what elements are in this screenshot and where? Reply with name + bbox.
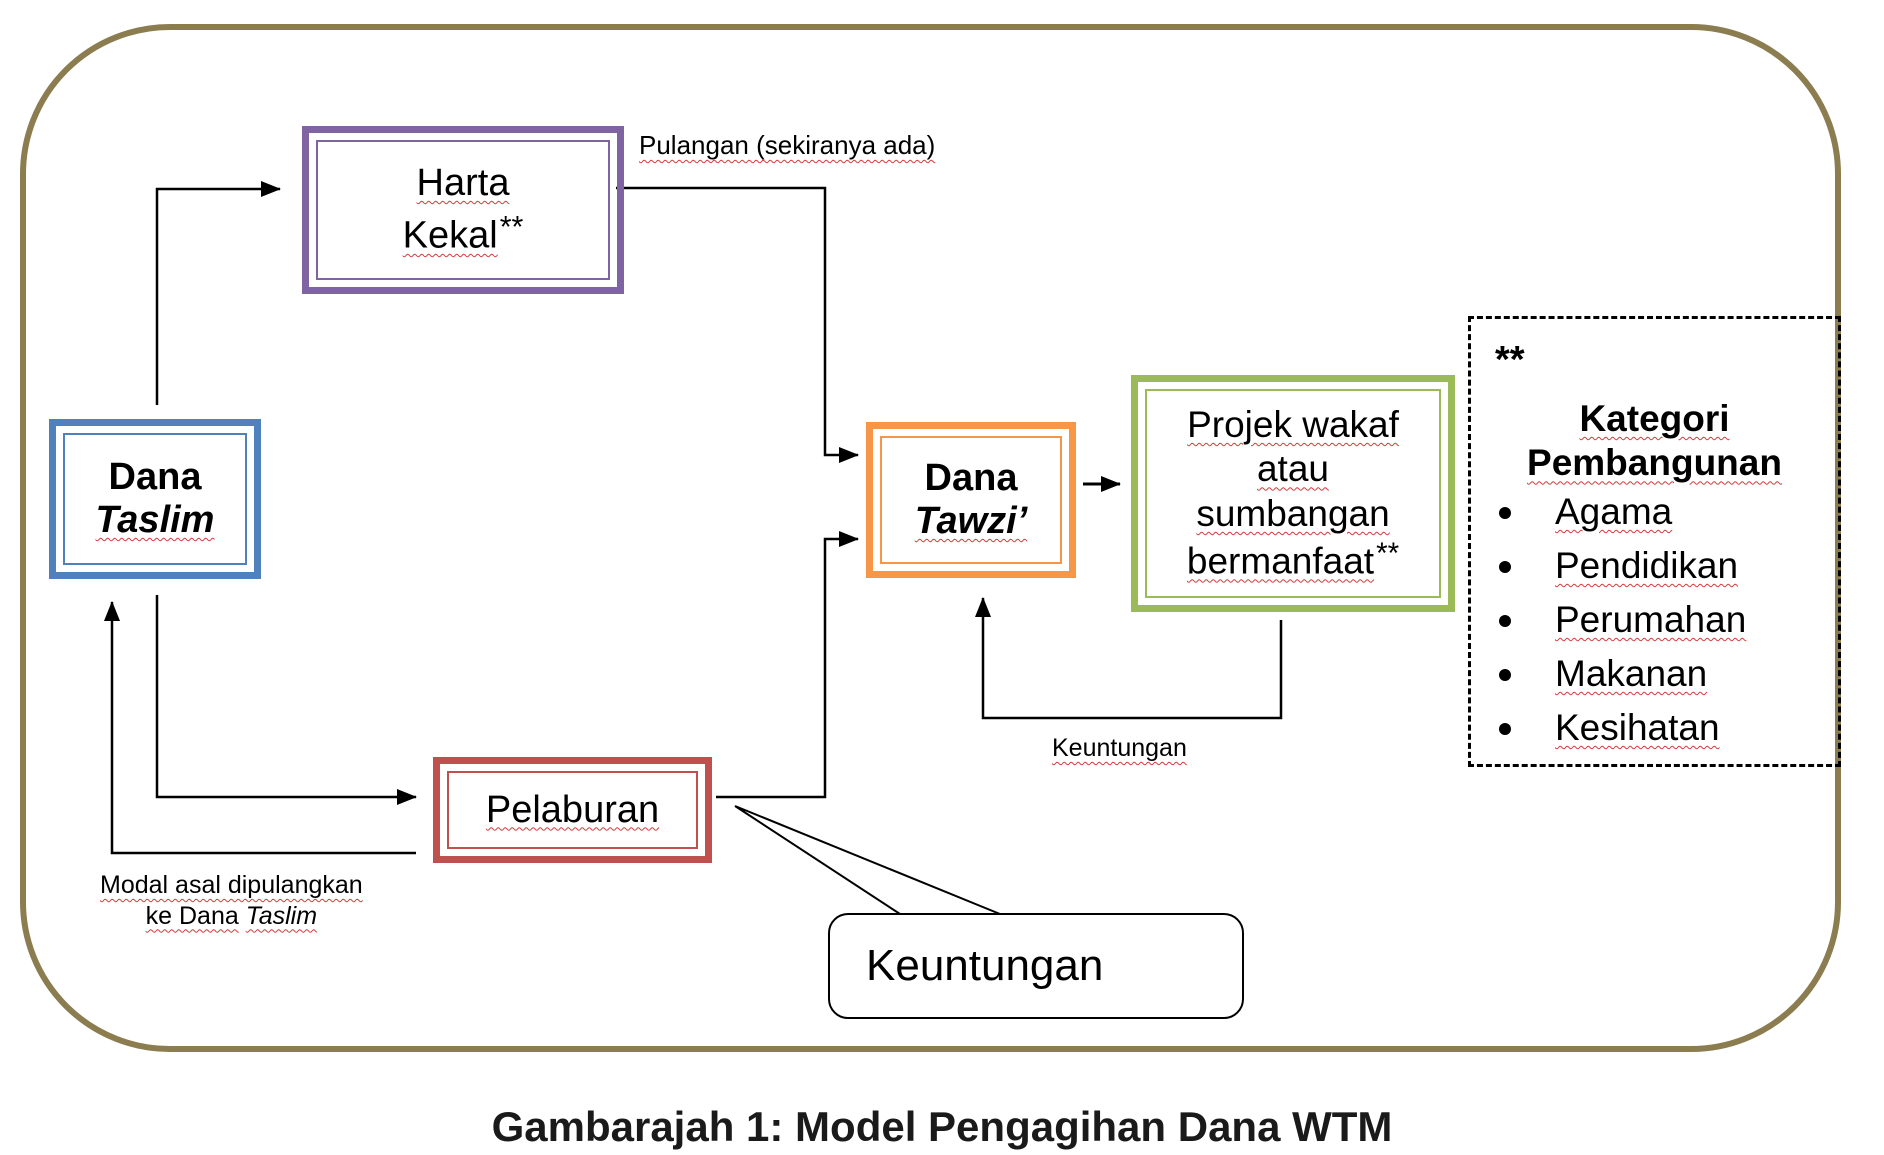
pelaburan-label: Pelaburan [485, 788, 660, 831]
dana-tawzi-box: Dana Tawzi’ [866, 422, 1076, 578]
bullet-icon [1499, 561, 1511, 573]
arrow-pelaburan-to-taslim [104, 601, 416, 855]
arrow-pelaburan-to-tawzi [716, 531, 859, 799]
dana-taslim-box: Dana Taslim [49, 419, 261, 579]
projek-mark: ** [1376, 537, 1400, 571]
harta-kekal-line2: Kekal [402, 214, 498, 257]
kategori-mark: ** [1495, 339, 1525, 381]
projek-line3: sumbangan [1196, 492, 1390, 534]
keuntungan-callout: Keuntungan [828, 913, 1244, 1019]
kategori-list: Agama Pendidikan Perumahan Makanan Kesih… [1471, 485, 1746, 755]
arrow-harta-to-tawzi [616, 186, 859, 463]
arrow-taslim-to-pelaburan [155, 595, 417, 805]
projek-line4: bermanfaat [1186, 540, 1375, 582]
kategori-title-line1: Kategori [1579, 398, 1730, 439]
kategori-item-label: Pendidikan [1555, 545, 1739, 586]
harta-kekal-line1: Harta [416, 161, 510, 204]
bullet-icon [1499, 723, 1511, 735]
modal-label-line2-italic: Taslim [245, 901, 318, 930]
harta-kekal-mark: ** [499, 210, 524, 245]
modal-asal-label: Modal asal dipulangkan ke Dana Taslim [100, 870, 363, 931]
list-item: Agama [1471, 485, 1746, 539]
pelaburan-box: Pelaburan [433, 757, 712, 863]
dana-tawzi-line1: Dana [924, 457, 1018, 500]
arrow-projek-to-tawzi [975, 597, 1283, 720]
pulangan-label: Pulangan (sekiranya ada) [639, 130, 936, 160]
projek-line1: Projek wakaf [1187, 404, 1399, 446]
kategori-item-label: Agama [1555, 491, 1673, 532]
list-item: Perumahan [1471, 593, 1746, 647]
list-item: Kesihatan [1471, 701, 1746, 755]
bullet-icon [1499, 669, 1511, 681]
modal-label-line2-prefix: ke Dana [145, 901, 239, 930]
dana-taslim-line2: Taslim [95, 499, 215, 541]
arrow-taslim-to-harta [155, 181, 281, 405]
kategori-title-line2: Pembangunan [1527, 442, 1782, 484]
callout-text: Keuntungan [866, 941, 1104, 990]
callout-pointer [734, 805, 1001, 915]
kategori-title: Kategori Pembangunan [1471, 397, 1838, 486]
figure-caption: Gambarajah 1: Model Pengagihan Dana WTM [491, 1103, 1393, 1150]
kategori-item-label: Makanan [1555, 653, 1708, 694]
bullet-icon [1499, 507, 1511, 519]
list-item: Pendidikan [1471, 539, 1746, 593]
bullet-icon [1499, 615, 1511, 627]
projek-line2: atau [1256, 448, 1329, 490]
dana-taslim-line1: Dana [108, 456, 202, 499]
list-item: Makanan [1471, 647, 1746, 701]
kategori-item-label: Perumahan [1555, 599, 1747, 640]
dana-tawzi-line2: Tawzi’ [914, 500, 1028, 542]
kategori-item-label: Kesihatan [1555, 707, 1720, 748]
keuntungan-feedback-label: Keuntungan [1052, 734, 1187, 762]
harta-kekal-box: Harta Kekal** [302, 126, 624, 294]
kategori-pembangunan-panel: ** Kategori Pembangunan Agama Pendidikan… [1468, 316, 1841, 767]
modal-label-line1: Modal asal dipulangkan [100, 871, 363, 899]
projek-wakaf-box: Projek wakaf atau sumbangan bermanfaat** [1131, 375, 1455, 612]
